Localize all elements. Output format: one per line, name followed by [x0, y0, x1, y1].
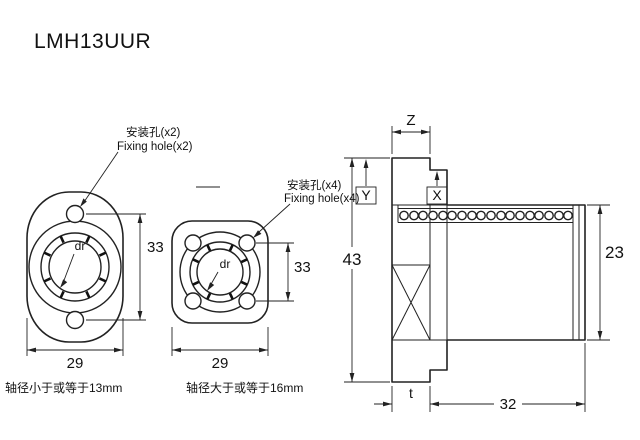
hole-leader-line: [83, 151, 119, 203]
fixing-hole-bottom-left: [184, 292, 202, 310]
dim-height-value: 33: [147, 239, 164, 256]
hole-callout-cn: 安装孔(x4): [287, 178, 341, 192]
dim-width-value: 29: [67, 355, 84, 372]
hole-callout-en: Fixing hole(x4): [284, 193, 360, 205]
hole-leader-line: [258, 203, 291, 233]
dim-outer-diameter-23: 23: [587, 204, 624, 341]
dim-x: X: [426, 171, 448, 205]
dim-flange-height-43: 43: [338, 157, 390, 383]
dim-flange-thickness-value: t: [409, 385, 413, 401]
fixing-hole-top-left: [184, 234, 202, 252]
bore-leader-line: [62, 253, 75, 284]
dim-z: Z: [391, 112, 431, 154]
bore-label: dr: [75, 239, 86, 253]
dim-flange-height-value: 43: [343, 250, 362, 269]
bearing-outer-circle: [189, 241, 251, 303]
dim-width-value: 29: [212, 355, 229, 372]
dim-width-29: 29: [26, 318, 124, 372]
side-outline: [391, 157, 586, 383]
dim-flange-thickness-t: t: [374, 385, 431, 412]
square-flange-outline: [171, 220, 269, 324]
oval-flange-view: dr 安装孔(x2) Fixing hole(x2) 33 29 轴径小于或等于…: [5, 125, 193, 395]
track-ticks: [192, 244, 248, 300]
dim-y-value: Y: [361, 187, 371, 203]
page-title: LMH13UUR: [34, 30, 151, 53]
fixing-hole-bottom: [65, 310, 85, 330]
dim-y: Y: [355, 157, 390, 205]
fixing-hole-top: [65, 204, 85, 224]
bore-circle: [196, 248, 244, 296]
track-ticks: [43, 235, 107, 299]
fixing-hole-top-right: [238, 234, 256, 252]
bore-circle: [48, 240, 102, 294]
dim-width-29: 29: [171, 327, 269, 372]
hole-leader-arrow: [80, 198, 87, 207]
dim-z-value: Z: [406, 112, 415, 129]
hole-callout-cn: 安装孔(x2): [126, 125, 180, 139]
bearing-outer-circle: [40, 232, 110, 302]
dim-x-value: X: [432, 187, 442, 203]
bore-label: dr: [220, 257, 231, 271]
oval-flange-outline: [26, 191, 124, 343]
dim-outer-diameter-value: 23: [605, 243, 624, 262]
bore-leader-arrow: [60, 279, 68, 288]
ball-bearing-row: [397, 205, 573, 223]
shaft-note: 轴径小于或等于13mm: [5, 380, 122, 395]
hole-callout-en: Fixing hole(x2): [117, 141, 193, 153]
dim-height-value: 33: [294, 259, 311, 276]
side-section-view: Z Y X 43: [338, 112, 624, 413]
fixing-hole-bottom-right: [238, 292, 256, 310]
dim-length-value: 32: [500, 396, 517, 413]
dim-length-32: 32: [430, 343, 586, 413]
section-hatch: [391, 264, 431, 341]
hole-leader-arrow: [253, 230, 262, 238]
dim-height-33: 33: [256, 242, 311, 302]
pilot-circle: [179, 231, 261, 313]
square-flange-view: dr 安装孔(x4) Fixing hole(x4) 33 29 轴径大于或等于…: [171, 178, 360, 395]
dim-height-33: 33: [86, 213, 164, 321]
shaft-note: 轴径大于或等于16mm: [186, 380, 303, 395]
bore-leader-arrow: [207, 282, 215, 291]
